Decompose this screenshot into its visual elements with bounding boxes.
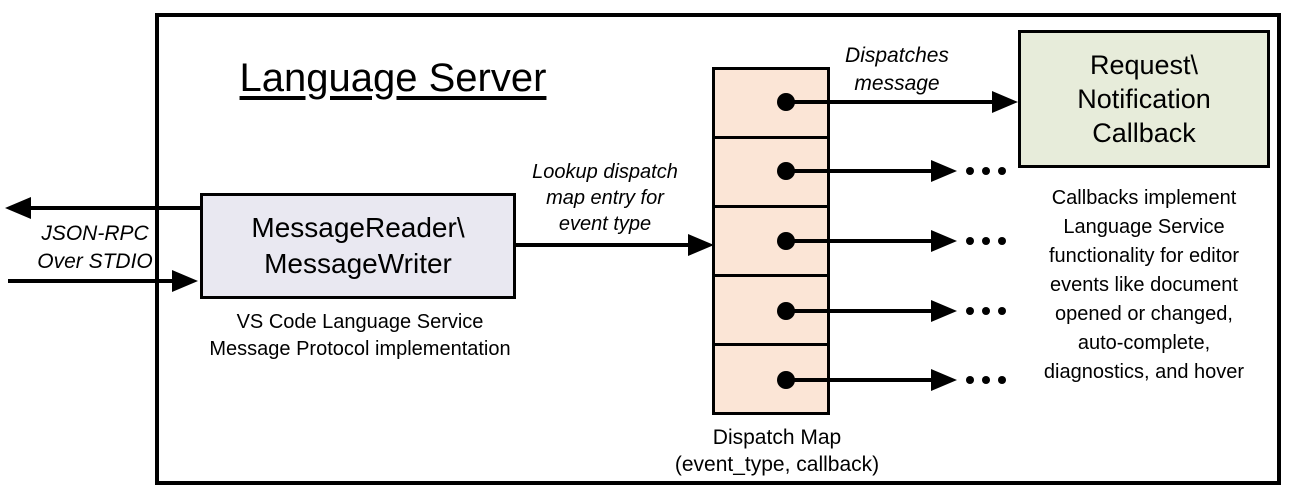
callback-note-line1: Callbacks implement <box>1051 187 1237 209</box>
dispatches-label-line1: Dispatches <box>845 44 949 67</box>
lookup-arrowhead-icon <box>688 234 714 256</box>
callback-note-line7: diagnostics, and hover <box>1043 361 1245 383</box>
lookup-label-line3: event type <box>558 213 652 235</box>
dispatch-arrowhead-icon <box>931 230 957 252</box>
language-server-frame <box>155 13 1281 485</box>
message-reader-writer-box: MessageReader\ MessageWriter <box>200 193 516 299</box>
ellipsis-dot <box>998 167 1006 175</box>
ellipsis-dot <box>998 307 1006 315</box>
message-box-caption-line2: Message Protocol implementation <box>209 338 511 360</box>
callback-box-line2: Notification <box>1077 84 1211 114</box>
message-box-line1: MessageReader\ <box>251 212 465 243</box>
stdio-out-arrow-line <box>28 206 200 210</box>
diagram-title: Language Server <box>239 56 547 100</box>
dispatch-arrowhead-icon <box>992 91 1018 113</box>
dispatch-map-caption-line2: (event_type, callback) <box>674 453 880 476</box>
ellipsis-dot <box>982 237 990 245</box>
dispatch-map-cell <box>715 139 827 208</box>
stdio-label-line1: JSON-RPC <box>41 222 149 245</box>
ellipsis-dot <box>966 376 974 384</box>
stdio-label: JSON-RPC Over STDIO <box>20 220 170 276</box>
dispatch-map-cell <box>715 70 827 139</box>
dispatch-arrow-line <box>786 100 994 104</box>
more-callbacks-ellipsis <box>966 237 1006 245</box>
dispatch-arrow-line <box>786 169 933 173</box>
lookup-label: Lookup dispatch map entry for event type <box>515 159 695 237</box>
lookup-label-line1: Lookup dispatch <box>532 161 678 183</box>
callback-box-line3: Callback <box>1092 118 1196 148</box>
ellipsis-dot <box>998 237 1006 245</box>
callback-note-line6: auto-complete, <box>1077 332 1211 354</box>
dispatch-map <box>712 67 830 415</box>
stdio-in-arrowhead-icon <box>172 270 198 292</box>
more-callbacks-ellipsis <box>966 307 1006 315</box>
ellipsis-dot <box>966 307 974 315</box>
message-box-caption: VS Code Language Service Message Protoco… <box>190 309 530 363</box>
dispatch-arrow-line <box>786 378 933 382</box>
message-box-caption-line1: VS Code Language Service <box>236 311 484 333</box>
lookup-label-line2: map entry for <box>546 187 664 209</box>
ellipsis-dot <box>982 307 990 315</box>
ellipsis-dot <box>982 376 990 384</box>
lookup-arrow-line <box>516 243 690 247</box>
callback-note-line2: Language Service <box>1063 216 1225 238</box>
ellipsis-dot <box>966 167 974 175</box>
dispatches-label: Dispatches message <box>827 42 967 98</box>
stdio-out-arrowhead-icon <box>5 197 31 219</box>
callback-box-line1: Request\ <box>1089 50 1199 80</box>
callback-note-line3: functionality for editor <box>1048 245 1240 267</box>
callback-note-line4: events like document <box>1050 274 1238 296</box>
dispatch-map-caption-line1: Dispatch Map <box>712 426 842 449</box>
ellipsis-dot <box>998 376 1006 384</box>
ellipsis-dot <box>982 167 990 175</box>
message-box-line2: MessageWriter <box>264 248 452 279</box>
dispatch-arrow-line <box>786 239 933 243</box>
callback-box: Request\ Notification Callback <box>1018 30 1270 168</box>
dispatches-label-line2: message <box>854 72 940 95</box>
ellipsis-dot <box>966 237 974 245</box>
callback-note-line5: opened or changed, <box>1055 303 1233 325</box>
dispatch-arrowhead-icon <box>931 369 957 391</box>
stdio-in-arrow-line <box>8 279 176 283</box>
stdio-label-line2: Over STDIO <box>37 250 153 273</box>
more-callbacks-ellipsis <box>966 167 1006 175</box>
dispatch-arrow-line <box>786 309 933 313</box>
dispatch-map-caption: Dispatch Map (event_type, callback) <box>652 424 902 478</box>
more-callbacks-ellipsis <box>966 376 1006 384</box>
callback-note: Callbacks implement Language Service fun… <box>1012 184 1276 387</box>
dispatch-arrowhead-icon <box>931 300 957 322</box>
dispatch-arrowhead-icon <box>931 160 957 182</box>
